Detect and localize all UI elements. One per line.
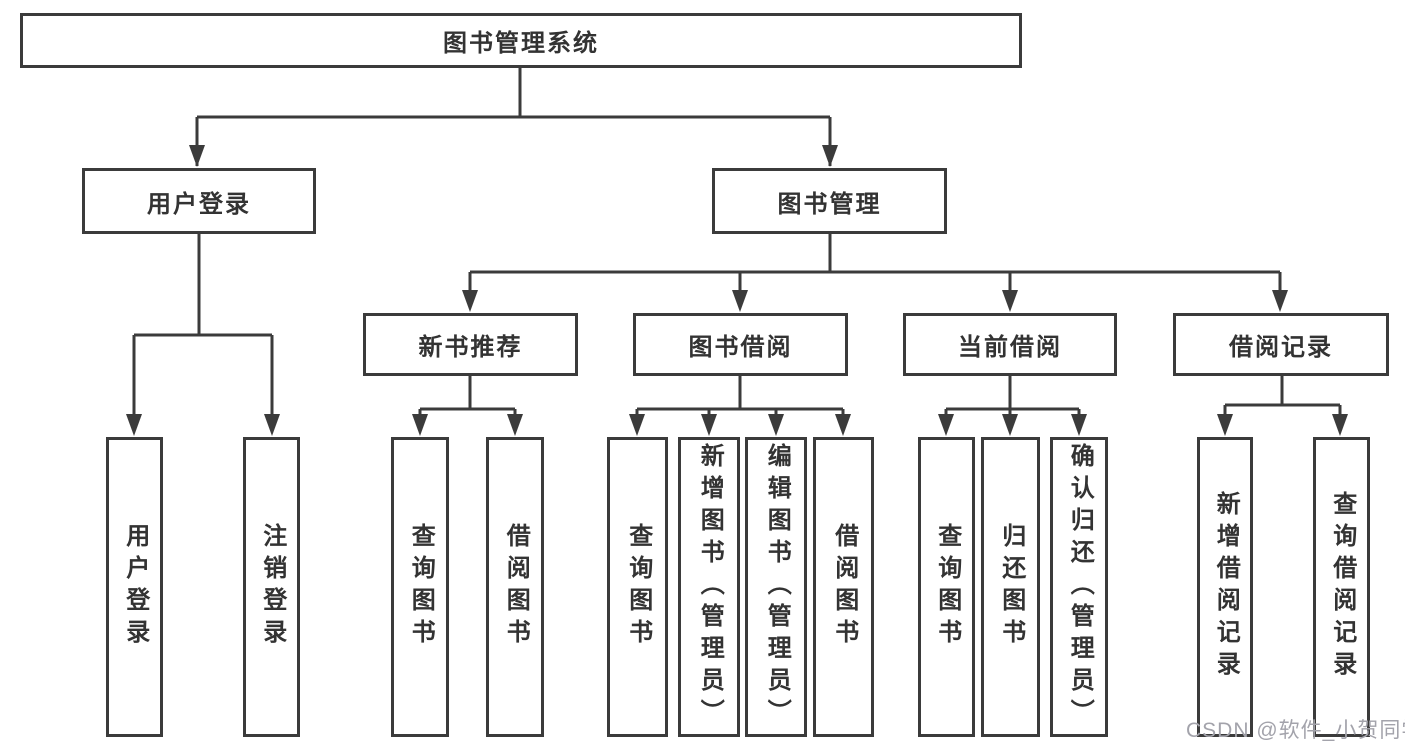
arrowhead-down <box>1217 414 1233 436</box>
leaf-borrow-books: 借阅图书 <box>813 437 874 737</box>
arrowhead-down <box>1002 290 1018 312</box>
leaf-label: 用户登录 <box>121 523 149 651</box>
arrowhead-down <box>1002 414 1018 436</box>
arrowhead-down <box>1332 414 1348 436</box>
connector-records-to-leaves <box>1223 376 1342 426</box>
connector-root-to-level2 <box>195 68 832 166</box>
arrowhead-down <box>412 414 428 436</box>
arrowhead-down <box>126 414 142 436</box>
leaf-add-borrow-record: 新增借阅记录 <box>1197 437 1253 737</box>
node-user-login: 用户登录 <box>82 168 316 234</box>
node-current-borrowing: 当前借阅 <box>903 313 1117 376</box>
leaf-query-books: 查询图书 <box>391 437 449 737</box>
leaf-label: 查询图书 <box>933 523 961 651</box>
connector-borrowing-to-leaves <box>635 376 845 426</box>
leaf-query-books: 查询图书 <box>918 437 975 737</box>
leaf-confirm-return-admin: 确认归还（管理员） <box>1050 437 1108 737</box>
node-new-book-recommendation: 新书推荐 <box>363 313 578 376</box>
watermark: CSDN @软件_小贺同学 <box>1186 719 1405 742</box>
arrowhead-down <box>507 414 523 436</box>
leaf-label: 借阅图书 <box>502 523 530 651</box>
leaf-user-login: 用户登录 <box>106 437 163 737</box>
arrowhead-down <box>189 145 205 167</box>
arrowhead-down <box>768 414 784 436</box>
leaf-label: 新增图书（管理员） <box>696 443 724 731</box>
leaf-label: 归还图书 <box>997 523 1025 651</box>
arrowhead-down <box>835 414 851 436</box>
leaf-query-books: 查询图书 <box>607 437 668 737</box>
leaf-label: 查询图书 <box>407 523 435 651</box>
arrowhead-down <box>1071 414 1087 436</box>
leaf-label: 借阅图书 <box>830 523 858 651</box>
arrowhead-down <box>462 290 478 312</box>
arrowhead-down <box>264 414 280 436</box>
node-library-system: 图书管理系统 <box>20 13 1022 68</box>
arrowhead-down <box>938 414 954 436</box>
node-book-borrowing: 图书借阅 <box>633 313 848 376</box>
arrowhead-down <box>1272 290 1288 312</box>
leaf-edit-book-admin: 编辑图书（管理员） <box>745 437 807 737</box>
arrowhead-down <box>629 414 645 436</box>
arrowhead-down <box>701 414 717 436</box>
leaf-borrow-books: 借阅图书 <box>486 437 544 737</box>
leaf-return-books: 归还图书 <box>981 437 1040 737</box>
leaf-query-borrow-record: 查询借阅记录 <box>1313 437 1370 737</box>
arrowhead-down <box>732 290 748 312</box>
connector-book-management-to-level3 <box>468 234 1282 302</box>
leaf-label: 注销登录 <box>258 523 286 651</box>
connector-user-login-to-leaves <box>132 234 274 426</box>
node-book-management: 图书管理 <box>712 168 947 234</box>
leaf-label: 查询借阅记录 <box>1328 491 1356 683</box>
leaf-label: 新增借阅记录 <box>1212 491 1240 683</box>
leaf-label: 编辑图书（管理员） <box>763 443 791 731</box>
leaf-label: 查询图书 <box>624 523 652 651</box>
leaf-label: 确认归还（管理员） <box>1066 443 1094 731</box>
arrowhead-down <box>822 145 838 167</box>
connector-recommendation-to-leaves <box>418 376 517 426</box>
leaf-logout: 注销登录 <box>243 437 300 737</box>
node-borrowing-records: 借阅记录 <box>1173 313 1389 376</box>
leaf-add-book-admin: 新增图书（管理员） <box>678 437 740 737</box>
